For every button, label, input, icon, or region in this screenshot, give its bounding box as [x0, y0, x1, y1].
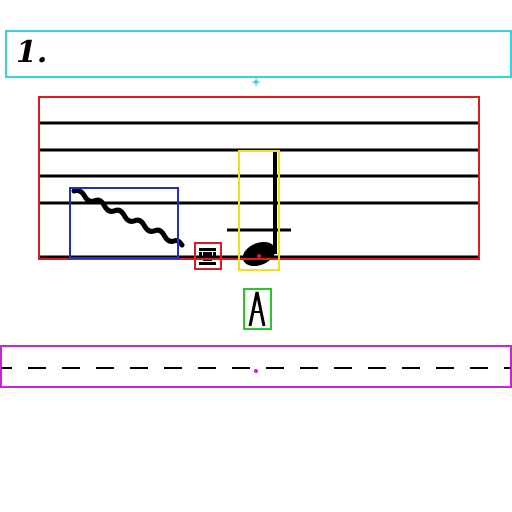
- mark-region-box: [194, 242, 222, 270]
- glissando-wavy-line-icon: [71, 188, 185, 248]
- fermata-mark-icon: [199, 248, 216, 265]
- note-region-box: [238, 150, 280, 271]
- measure-number-box: 1.: [5, 30, 512, 78]
- glissando-region-box: [69, 187, 179, 259]
- bottom-anchor-marker: [254, 369, 258, 373]
- dashed-line-region-box: [0, 345, 512, 388]
- measure-number: 1.: [16, 35, 48, 70]
- staff-region-box: [38, 96, 480, 260]
- note-anchor-marker: [257, 254, 261, 258]
- accent-region-box: [243, 288, 272, 330]
- marcato-accent-icon: [248, 291, 266, 327]
